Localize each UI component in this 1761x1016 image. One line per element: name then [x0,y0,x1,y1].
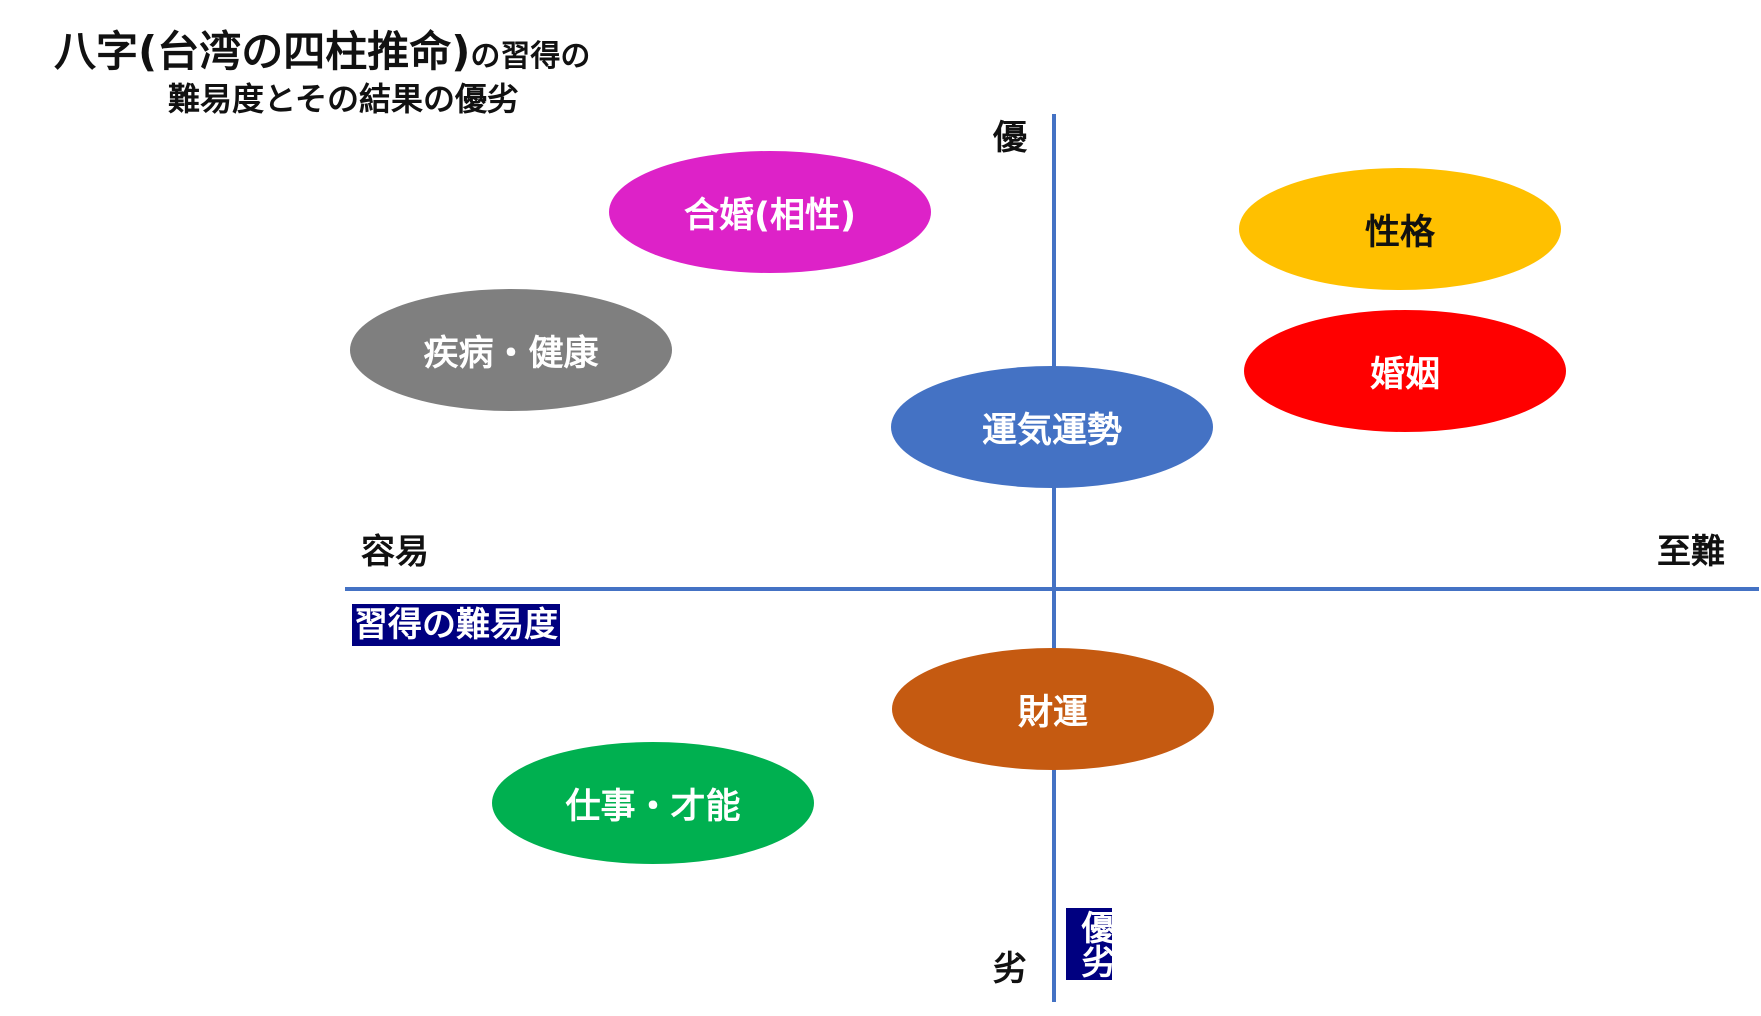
bubble-label: 性格 [1364,212,1435,253]
vertical-axis-caption: 優劣 [1066,908,1115,980]
bubble-wealth: 財運 [892,648,1214,770]
bubble-label: 疾病・健康 [423,333,599,374]
vertical-axis-line [1052,114,1056,1002]
bubble-label: 運気運勢 [981,410,1122,451]
axis-label-superior: 優 [993,118,1027,158]
chart-subtitle: 難易度とその結果の優劣 [168,80,520,118]
axis-label-inferior: 劣 [993,949,1027,989]
bubble-compatibility: 合婚(相性) [609,151,931,273]
horizontal-axis-line [345,587,1759,591]
bubble-label: 合婚(相性) [684,195,856,236]
chart-title: 八字(台湾の四柱推命)の習得の [54,18,590,79]
bubble-health: 疾病・健康 [350,289,672,411]
bubble-fortune: 運気運勢 [891,366,1213,488]
axis-label-easy: 容易 [361,532,429,572]
bubble-personality: 性格 [1239,168,1561,290]
title-suffix: の習得の [470,39,591,74]
horizontal-axis-caption: 習得の難易度 [352,604,560,646]
bubble-label: 仕事・才能 [565,786,741,827]
axis-label-very-difficult: 至難 [1657,532,1725,572]
bubble-work-talent: 仕事・才能 [492,742,814,864]
bubble-marriage: 婚姻 [1244,310,1566,432]
bubble-label: 婚姻 [1369,354,1440,395]
bubble-label: 財運 [1017,692,1088,733]
title-main: 八字(台湾の四柱推命) [54,27,471,76]
